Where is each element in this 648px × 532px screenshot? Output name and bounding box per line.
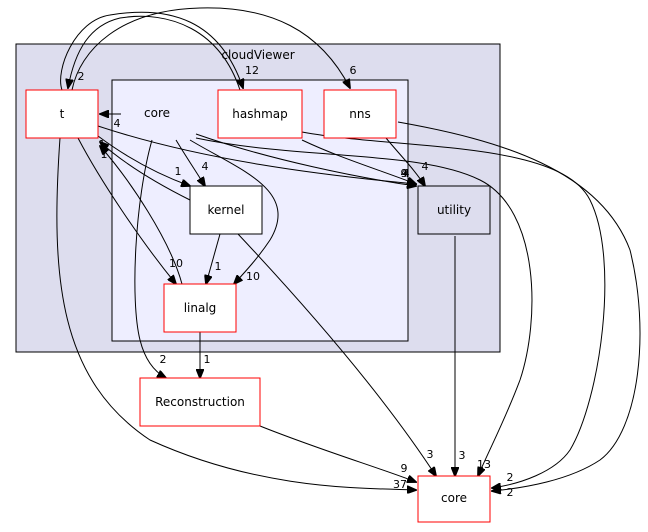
edge-label-hashmap-utility: 4	[403, 167, 410, 180]
node-core-ext-label: core	[441, 491, 467, 505]
edge-label-reconstruction-core-ext: 9	[401, 462, 408, 475]
node-utility-label: utility	[437, 203, 471, 217]
node-hashmap[interactable]: hashmap	[217, 89, 303, 139]
edge-label-nns-utility: 4	[422, 160, 429, 173]
node-kernel[interactable]: kernel	[189, 185, 263, 235]
node-t[interactable]: t	[25, 89, 99, 139]
edge-label-core-utility: 9	[401, 167, 408, 180]
edge-label-kernel-linalg: 1	[215, 260, 222, 273]
edges: 12 6 2 4 4 1 1 1 10 37 4 10	[56, 7, 641, 499]
node-core-ext-box	[417, 475, 491, 523]
node-reconstruction[interactable]: Reconstruction	[139, 377, 261, 427]
edge-label-t-core-ext: 37	[393, 478, 407, 491]
edge-label-core-t: 4	[114, 117, 121, 130]
node-core-ext[interactable]: core	[417, 475, 491, 523]
node-reconstruction-label: Reconstruction	[155, 395, 245, 409]
edge-label-t-utility: 4	[401, 167, 408, 180]
node-t-box	[25, 89, 99, 139]
cluster-core-label: core	[144, 106, 170, 120]
edge-label-t-kernel: 1	[175, 165, 182, 178]
node-reconstruction-box	[139, 377, 261, 427]
cluster-cloudviewer-label: cloudViewer	[221, 48, 294, 62]
node-linalg-box	[163, 283, 237, 333]
edge-t-nns	[71, 7, 350, 91]
node-t-label: t	[60, 107, 65, 121]
edge-label-core-kernel: 4	[202, 160, 209, 173]
edge-t-core-ext	[56, 137, 416, 490]
node-utility-box	[417, 185, 491, 235]
node-kernel-box	[189, 185, 263, 235]
edge-core-reconstruction	[134, 139, 166, 378]
edge-label-utility-core-ext: 3	[459, 449, 466, 462]
edge-reconstruction-core-ext	[259, 425, 416, 482]
edge-label-t-hashmap: 12	[245, 64, 259, 77]
edge-t-linalg	[77, 137, 176, 284]
node-hashmap-label: hashmap	[232, 107, 287, 121]
edge-t-kernel	[97, 135, 190, 186]
node-nns-box	[323, 89, 397, 139]
edge-label-linalg-reconstruction: 1	[204, 353, 211, 366]
node-kernel-label: kernel	[208, 203, 245, 217]
edge-nns-utility	[385, 137, 425, 186]
edge-core-core-ext	[195, 137, 533, 476]
edge-nns-core-ext	[397, 121, 641, 491]
node-linalg[interactable]: linalg	[163, 283, 237, 333]
edge-label-core-core-ext: 13	[477, 458, 491, 471]
edge-label-hashmap-t: 2	[78, 70, 85, 83]
edge-label-core-reconstruction: 2	[160, 353, 167, 366]
node-nns[interactable]: nns	[323, 89, 397, 139]
edge-hashmap-utility	[301, 139, 416, 184]
node-utility[interactable]: utility	[417, 185, 491, 235]
edge-label-core-linalg: 10	[246, 270, 260, 283]
edge-label-linalg-t: 1	[99, 138, 106, 151]
edge-linalg-t	[100, 146, 183, 285]
edge-label-t-linalg: 10	[169, 257, 183, 270]
edge-kernel-core-ext	[237, 233, 436, 476]
node-nns-label: nns	[349, 107, 370, 121]
edge-label-nns-core-ext: 2	[507, 486, 514, 499]
edge-core-linalg	[189, 139, 279, 284]
node-hashmap-box	[217, 89, 303, 139]
edge-t-hashmap	[60, 11, 243, 90]
edge-kernel-linalg	[206, 233, 221, 284]
edge-hashmap-t	[68, 15, 241, 91]
edge-core-kernel	[175, 139, 205, 186]
edge-label-hashmap-core-ext: 2	[507, 471, 514, 484]
edge-label-kernel-core-ext: 3	[427, 448, 434, 461]
node-linalg-label: linalg	[184, 301, 217, 315]
edge-hashmap-core-ext	[301, 131, 606, 488]
edge-label-t-nns: 6	[350, 64, 357, 77]
